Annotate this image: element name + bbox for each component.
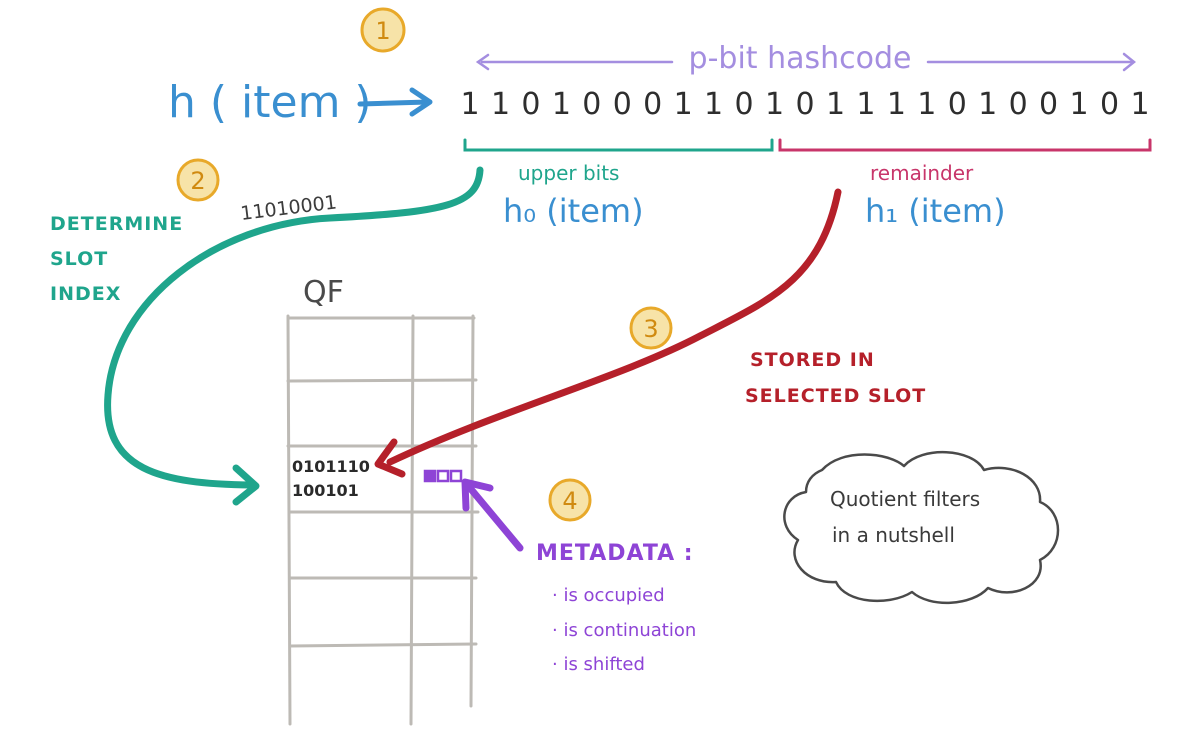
metadata-item-occupied: · is occupied xyxy=(552,585,665,606)
bit-15: 1 xyxy=(917,87,936,122)
step-badge-3: 3 xyxy=(629,306,673,350)
qf-row-line xyxy=(286,378,478,383)
metadata-square-shifted xyxy=(449,469,463,483)
bit-22: 1 xyxy=(1130,87,1149,122)
svg-text:3: 3 xyxy=(643,315,658,343)
metadata-arrow xyxy=(461,478,524,552)
hash-arrow xyxy=(357,87,433,117)
bit-10: 1 xyxy=(765,87,784,122)
metadata-title: METADATA : xyxy=(536,541,694,566)
step-badge-2: 2 xyxy=(176,158,220,202)
slot-index-arrow xyxy=(104,166,484,506)
bit-4: 0 xyxy=(582,87,601,122)
stored-label-line-2: SELECTED SLOT xyxy=(745,385,926,407)
bit-2: 0 xyxy=(521,87,540,122)
bit-16: 0 xyxy=(948,87,967,122)
metadata-bits xyxy=(423,469,463,483)
metadata-square-occupied xyxy=(423,469,437,483)
bit-3: 1 xyxy=(552,87,571,122)
bit-19: 0 xyxy=(1039,87,1058,122)
bit-11: 0 xyxy=(795,87,814,122)
bit-5: 0 xyxy=(613,87,632,122)
bit-18: 0 xyxy=(1009,87,1028,122)
qf-title: QF xyxy=(303,275,344,310)
bit-13: 1 xyxy=(856,87,875,122)
bit-9: 0 xyxy=(735,87,754,122)
metadata-item-shifted: · is shifted xyxy=(552,654,645,675)
step-badge-1: 1 xyxy=(360,7,406,53)
bit-1: 1 xyxy=(491,87,510,122)
bit-21: 0 xyxy=(1100,87,1119,122)
bit-12: 1 xyxy=(826,87,845,122)
upper-bits-function: h₀ (item) xyxy=(503,192,644,230)
remainder-bracket xyxy=(778,138,1152,152)
upper-bits-label: upper bits xyxy=(518,161,619,185)
bit-20: 1 xyxy=(1070,87,1089,122)
qf-row-line xyxy=(288,642,478,648)
metadata-item-continuation: · is continuation xyxy=(552,620,696,641)
determine-label-line-2: SLOT xyxy=(50,248,108,270)
hashcode-span-label: p-bit hashcode xyxy=(689,41,912,76)
remainder-store-arrow xyxy=(374,188,842,478)
determine-label-line-3: INDEX xyxy=(50,283,121,305)
bit-0: 1 xyxy=(460,87,479,122)
qf-left-border xyxy=(286,314,292,726)
cloud-text-line-1: Quotient filters xyxy=(830,487,980,511)
remainder-function: h₁ (item) xyxy=(865,192,1006,230)
stored-bits-line-2: 100101 xyxy=(292,481,359,500)
metadata-square-continuation xyxy=(436,469,450,483)
hashcode-span-arrow xyxy=(475,52,1137,72)
step-badge-4: 4 xyxy=(548,478,592,522)
remainder-label: remainder xyxy=(870,161,974,185)
determine-label-line-1: DETERMINE xyxy=(50,213,183,235)
stored-label-line-1: STORED IN xyxy=(750,349,875,371)
upper-bits-bracket xyxy=(463,138,774,152)
bit-8: 1 xyxy=(704,87,723,122)
svg-text:1: 1 xyxy=(375,17,390,45)
bit-6: 0 xyxy=(643,87,662,122)
bit-17: 1 xyxy=(978,87,997,122)
bit-7: 1 xyxy=(674,87,693,122)
hash-function-label: h ( item ) xyxy=(168,77,372,128)
qf-column-divider xyxy=(409,314,415,726)
svg-text:4: 4 xyxy=(562,487,577,515)
stored-bits-line-1: 0101110 xyxy=(292,457,370,476)
cloud-shape xyxy=(783,450,1060,604)
cloud-text-line-2: in a nutshell xyxy=(832,523,955,547)
bit-14: 1 xyxy=(887,87,906,122)
svg-text:2: 2 xyxy=(190,167,205,195)
qf-table xyxy=(286,314,480,726)
